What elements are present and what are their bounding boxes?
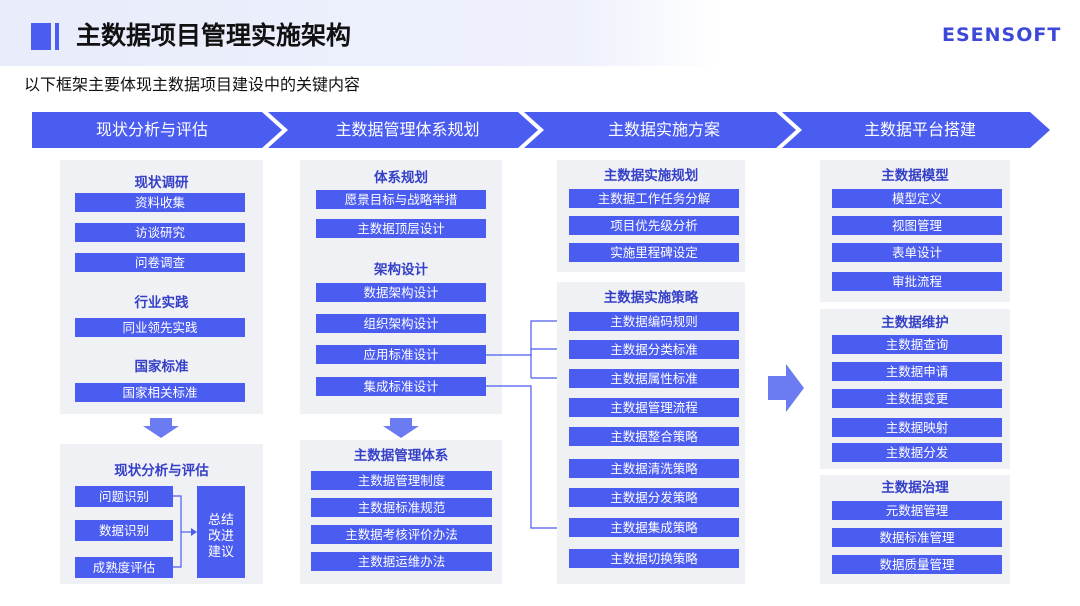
merge-connector [173,495,197,568]
phase-arrow-2 [268,112,538,148]
section-title: 主数据实施策略 [603,290,699,306]
phase-label: 现状分析与评估 [95,120,208,139]
summary-line: 改进 [207,529,234,544]
phase-label: 主数据管理体系规划 [335,120,480,139]
list-item: 主数据分发策略 [569,488,739,507]
list-item: 主数据清洗策略 [569,459,739,478]
phase-arrows [32,112,1050,148]
phase-arrow-1 [32,112,282,148]
list-item: 主数据运维办法 [311,552,492,571]
header-banner [0,0,720,66]
list-item: 问卷调查 [75,253,245,272]
list-item: 组织架构设计 [316,314,486,333]
list-item: 主数据管理流程 [569,398,739,417]
summary-line: 建议 [207,545,234,560]
section-title: 行业实践 [134,295,189,311]
page-title: 主数据项目管理实施架构 [76,21,352,50]
list-item: 主数据整合策略 [569,427,739,446]
list-item: 国家相关标准 [75,383,245,402]
section-title: 现状调研 [134,175,189,191]
list-item: 成熟度评估 [75,557,173,578]
section-title: 主数据模型 [881,168,949,184]
list-item: 愿景目标与战略举措 [316,190,486,209]
list-item: 主数据映射 [832,418,1002,437]
section-title: 现状分析与评估 [114,463,209,479]
list-item: 实施里程碑设定 [569,243,739,262]
list-item: 集成标准设计 [316,377,486,396]
page-subtitle: 以下框架主要体现主数据项目建设中的关键内容 [24,75,361,94]
down-arrow-icon [383,418,419,438]
down-arrow-icon [143,418,179,438]
list-item: 主数据管理制度 [311,471,492,490]
section-title: 主数据维护 [881,315,949,331]
list-item: 主数据分类标准 [569,340,739,359]
list-item: 模型定义 [832,189,1002,208]
phase-label: 主数据平台搭建 [863,120,976,139]
section-title: 主数据实施规划 [603,168,699,184]
company-logo: ESENSOFT [942,24,1062,46]
list-item: 元数据管理 [832,501,1002,520]
list-item: 主数据属性标准 [569,369,739,388]
list-item: 视图管理 [832,216,1002,235]
list-item: 访谈研究 [75,223,245,242]
phase-arrow-4 [782,112,1050,148]
list-item: 主数据申请 [832,362,1002,381]
list-item: 资料收集 [75,193,245,212]
title-marker-icon [31,23,51,50]
list-item: 同业领先实践 [75,318,245,337]
list-item: 主数据工作任务分解 [569,189,739,208]
right-arrow-icon [768,364,804,412]
list-item: 问题识别 [75,486,173,507]
summary-box: 总结 改进 建议 [197,486,245,578]
list-item: 项目优先级分析 [569,216,739,235]
section-title: 国家标准 [134,359,189,375]
list-item: 应用标准设计 [316,345,486,364]
list-item: 数据质量管理 [832,555,1002,574]
section-title: 主数据治理 [881,480,949,496]
list-item: 主数据切换策略 [569,549,739,568]
list-item: 主数据变更 [832,389,1002,408]
list-item: 主数据标准规范 [311,498,492,517]
phase-arrow-3 [524,112,796,148]
list-item: 主数据集成策略 [569,518,739,537]
section-title: 主数据管理体系 [353,448,449,464]
list-item: 数据架构设计 [316,283,486,302]
list-item: 主数据编码规则 [569,312,739,331]
list-item: 数据标准管理 [832,528,1002,547]
list-item: 数据识别 [75,520,173,541]
list-item: 主数据考核评价办法 [311,525,492,544]
section-title: 体系规划 [374,170,428,186]
section-title: 架构设计 [374,262,428,278]
summary-line: 总结 [207,513,234,528]
list-item: 主数据分发 [832,443,1002,462]
list-item: 审批流程 [832,272,1002,291]
list-item: 主数据查询 [832,335,1002,354]
list-item: 表单设计 [832,243,1002,262]
title-marker-bar-icon [55,23,59,50]
list-item: 主数据顶层设计 [316,219,486,238]
phase-label: 主数据实施方案 [607,120,720,139]
